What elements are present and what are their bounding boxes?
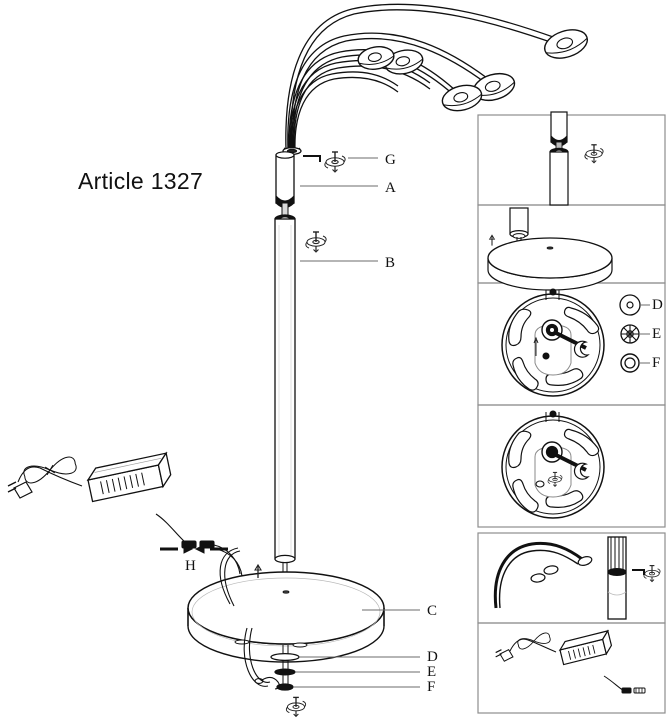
panel-callout-F: F [652, 355, 661, 371]
label-A: A [385, 180, 396, 196]
base-cable [219, 547, 271, 687]
wrench-icon-2 [555, 453, 590, 480]
panel-5-content [493, 536, 661, 620]
star-lock-washer-icon [620, 324, 640, 344]
label-G: G [385, 152, 396, 168]
label-F: F [427, 679, 436, 695]
g-bracket [303, 155, 321, 162]
page-title: Article 1327 [78, 168, 204, 194]
label-H: H [185, 558, 196, 574]
flat-washer-icon [619, 294, 641, 316]
transformer-assembly [7, 451, 243, 577]
label-B: B [385, 255, 396, 271]
screwdriver-rotation-icon-arm [324, 151, 346, 173]
panel-frames [477, 114, 666, 714]
panel-4-content [501, 410, 605, 519]
mains-plug-icon [7, 481, 33, 499]
label-D: D [427, 649, 438, 665]
base-hardware-stack [254, 645, 307, 718]
cord-bundle [23, 456, 77, 484]
label-E: E [427, 664, 437, 680]
weighted-base-disc [187, 571, 385, 663]
arrows-converge-icon [160, 544, 228, 554]
star-lock-washer [274, 668, 296, 676]
screwdriver-rotation-icon-pole [305, 231, 327, 253]
wrench-icon [555, 331, 590, 358]
lamp-arm-group [282, 3, 557, 156]
panel-callout-E: E [652, 326, 662, 342]
lamp-shade-heads [357, 29, 589, 112]
lamp-pole [274, 151, 296, 589]
flat-washer [270, 652, 300, 662]
panel-2-content [487, 207, 613, 291]
panel-6-content [495, 629, 646, 694]
hex-nut-icon [620, 353, 640, 373]
leader-lines [293, 157, 420, 688]
panel-callout-D: D [652, 297, 663, 313]
panel-3-content [501, 288, 650, 397]
label-C: C [427, 603, 438, 619]
panel-1-content [549, 111, 604, 206]
